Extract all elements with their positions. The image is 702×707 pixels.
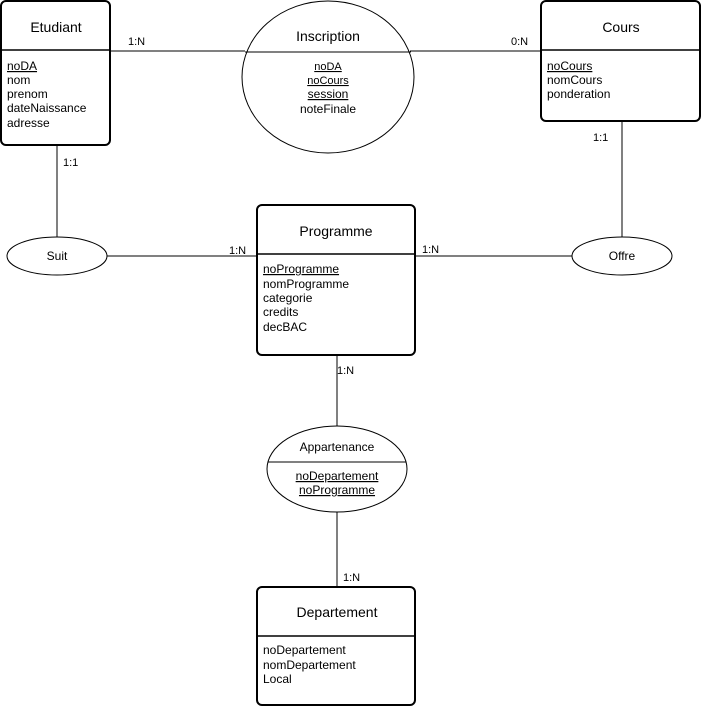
attr-appartenance-noDepartement: noDepartement <box>296 469 379 483</box>
entity-departement: Departement noDepartement nomDepartement… <box>256 586 416 706</box>
attr-inscription-noDA: noDA <box>314 61 342 73</box>
entity-departement-title: Departement <box>297 604 378 620</box>
attr-inscription-session: session <box>308 87 349 101</box>
attr-programme-credits: credits <box>263 305 298 319</box>
relation-inscription: Inscription noDA noCours session noteFin… <box>241 0 415 154</box>
attr-cours-noCours: noCours <box>547 59 592 73</box>
relation-inscription-title: Inscription <box>296 28 360 44</box>
entity-departement-box <box>256 586 416 706</box>
relation-suit: Suit <box>6 236 108 276</box>
cardinality-etudiant-suit: 1:1 <box>63 157 78 169</box>
cardinality-offre-programme: 1:N <box>422 244 439 256</box>
entity-etudiant-box <box>0 0 111 146</box>
relation-appartenance: Appartenance noDepartement noProgramme <box>266 425 408 513</box>
attr-etudiant-nom: nom <box>7 73 30 87</box>
attr-programme-noProgramme: noProgramme <box>263 262 339 276</box>
relation-offre-shape <box>571 236 673 276</box>
attr-etudiant-prenom: prenom <box>7 87 48 101</box>
attr-departement-Local: Local <box>263 672 292 686</box>
attr-cours-ponderation: ponderation <box>547 87 610 101</box>
cardinality-appartenance-departement: 1:N <box>343 572 360 584</box>
entity-etudiant: Etudiant noDA nom prenom dateNaissance a… <box>0 0 111 146</box>
attr-programme-categorie: categorie <box>263 291 313 305</box>
cardinality-suit-programme: 1:N <box>229 245 246 257</box>
entity-programme-box <box>256 204 416 356</box>
entity-cours: Cours noCours nomCours ponderation <box>540 0 701 122</box>
entity-cours-title: Cours <box>602 19 639 35</box>
connectors <box>56 50 623 587</box>
attr-departement-nomDepartement: nomDepartement <box>263 658 356 672</box>
cardinality-inscription-cours: 0:N <box>511 36 528 48</box>
relation-offre-title: Offre <box>609 249 636 263</box>
attr-inscription-noteFinale: noteFinale <box>300 102 356 116</box>
attr-appartenance-noProgramme: noProgramme <box>299 483 375 497</box>
cardinality-programme-appartenance: 1:N <box>337 365 354 377</box>
attr-etudiant-adresse: adresse <box>7 116 50 130</box>
attr-programme-nomProgramme: nomProgramme <box>263 277 349 291</box>
entity-cours-box <box>540 0 701 122</box>
attr-cours-nomCours: nomCours <box>547 73 602 87</box>
attr-programme-decBAC: decBAC <box>263 320 307 334</box>
relation-appartenance-title: Appartenance <box>300 440 375 454</box>
entity-etudiant-title: Etudiant <box>30 19 81 35</box>
attr-etudiant-dateNaissance: dateNaissance <box>7 101 87 115</box>
attr-etudiant-noDA: noDA <box>7 59 37 73</box>
relation-inscription-shape <box>241 0 415 154</box>
relation-suit-shape <box>6 236 108 276</box>
cardinality-cours-offre: 1:1 <box>593 132 608 144</box>
relation-appartenance-shape <box>266 425 408 513</box>
relation-offre: Offre <box>571 236 673 276</box>
cardinality-etudiant-inscription: 1:N <box>128 36 145 48</box>
relation-suit-title: Suit <box>47 249 68 263</box>
cardinality-labels: 1:N 0:N 1:1 1:N 1:1 1:N 1:N 1:N <box>63 36 608 584</box>
attr-departement-noDepartement: noDepartement <box>263 643 346 657</box>
entity-programme: Programme noProgramme nomProgramme categ… <box>256 204 416 356</box>
entity-programme-title: Programme <box>299 223 372 239</box>
attr-inscription-noCours: noCours <box>307 75 349 87</box>
